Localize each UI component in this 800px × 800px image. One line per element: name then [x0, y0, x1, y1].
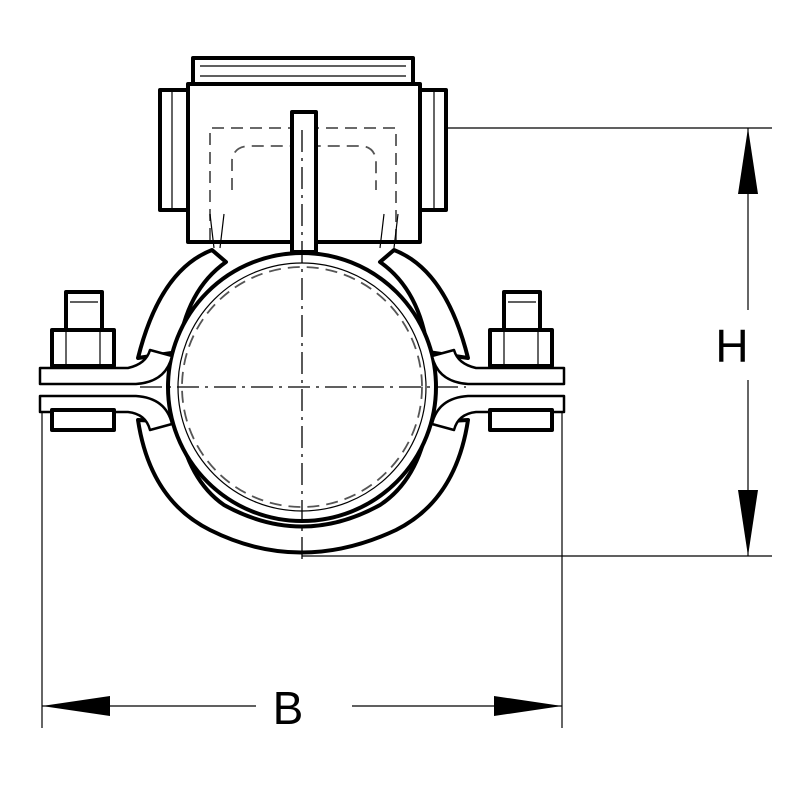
housing-right-flange: [418, 88, 448, 212]
right-bolt-head: [488, 408, 554, 432]
right-clamp-lug: [430, 348, 566, 432]
left-bolt-shank: [64, 290, 104, 334]
housing-top-band: [191, 56, 415, 88]
height-arrow-bottom: [738, 490, 758, 556]
outlet-housing: [158, 56, 448, 254]
pipe-hidden-circle: [181, 266, 423, 508]
housing-left-flange: [158, 88, 190, 212]
height-arrow-top: [738, 128, 758, 194]
left-bolt: [50, 290, 116, 432]
height-label: H: [715, 320, 748, 372]
left-nut: [50, 328, 116, 368]
right-nut: [488, 328, 554, 368]
dimension-height: H: [302, 127, 772, 557]
lower-saddle: [136, 418, 470, 555]
width-label: B: [273, 682, 304, 734]
width-arrow-right: [494, 696, 562, 716]
housing-hidden-outline: [209, 127, 397, 240]
dimension-width: B: [41, 412, 563, 734]
upper-saddle-right: [378, 248, 470, 360]
clamp-saddle: [136, 248, 470, 555]
left-bolt-head: [50, 408, 116, 432]
left-clamp-lug: [38, 348, 174, 432]
right-bolt: [488, 290, 554, 432]
width-arrow-left: [42, 696, 110, 716]
right-bolt-shank: [502, 290, 542, 334]
housing-stem: [290, 110, 318, 254]
